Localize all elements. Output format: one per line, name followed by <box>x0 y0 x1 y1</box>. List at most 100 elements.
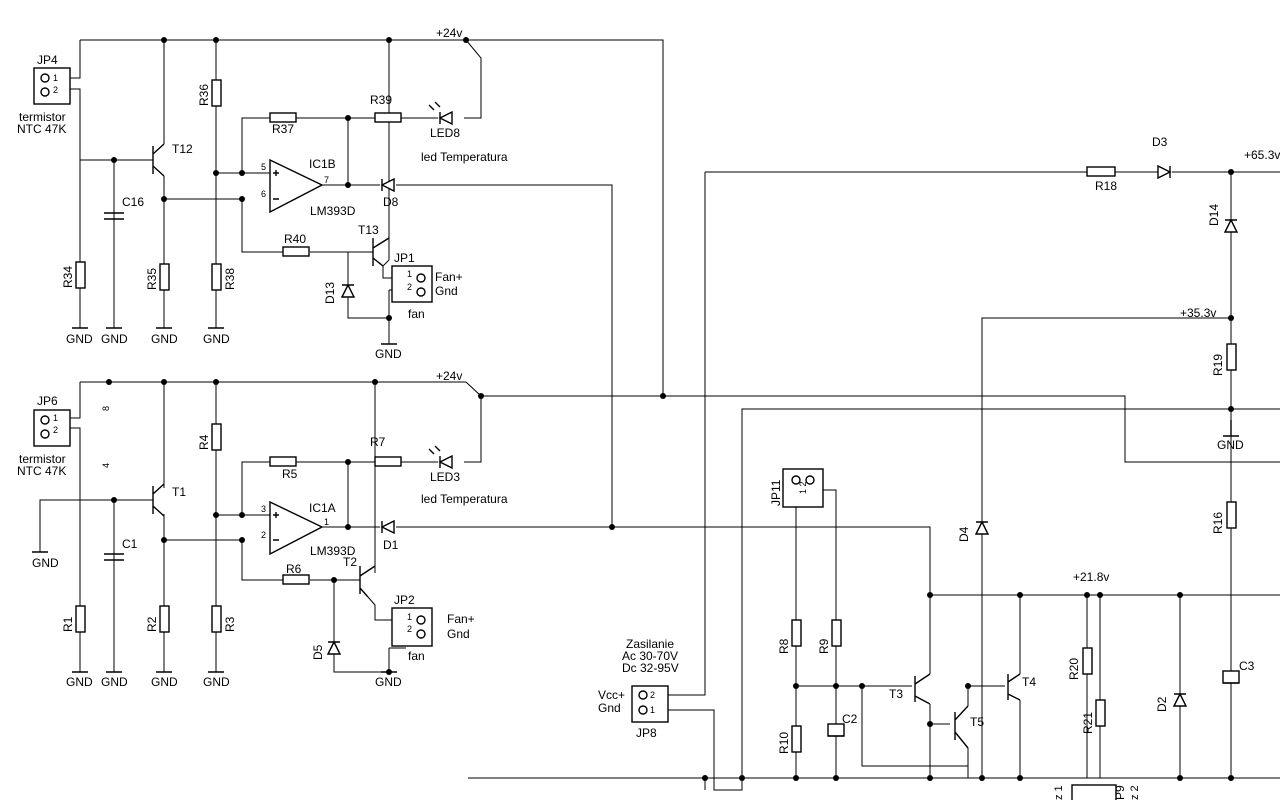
label-fanplus-2: Fan+ <box>447 612 475 626</box>
label-c2: C2 <box>842 712 858 726</box>
connector-jp2 <box>391 607 433 647</box>
label-pin7: 7 <box>324 175 329 185</box>
transistor-t12 <box>152 143 165 177</box>
label-ic1a: IC1A <box>309 501 336 515</box>
label-d2: D2 <box>1155 696 1169 712</box>
label-pin1-jp4: 1 <box>53 73 58 83</box>
diodes <box>326 101 1239 707</box>
connectors <box>33 67 1117 800</box>
opamp-ic1a <box>269 500 324 556</box>
label-jp2-pin2: 2 <box>407 624 412 634</box>
label-c16: C16 <box>122 195 144 209</box>
label-t4: T4 <box>1022 675 1036 689</box>
resistor-r10 <box>791 725 802 753</box>
label-led-temp-1: led Temperatura <box>421 150 508 164</box>
label-d3: D3 <box>1152 135 1168 149</box>
label-r8: R8 <box>777 638 791 654</box>
label-vcc: Vcc+ <box>598 688 625 702</box>
transistor-t5 <box>954 705 969 749</box>
label-d4: D4 <box>957 526 971 542</box>
label-r36: R36 <box>197 84 211 106</box>
label-led3: LED3 <box>430 470 460 484</box>
label-r18: R18 <box>1095 179 1117 193</box>
label-jp1: JP1 <box>394 251 415 265</box>
resistor-r5 <box>269 456 297 467</box>
label-jp4: JP4 <box>37 53 58 67</box>
opamp-ic1b <box>269 158 324 214</box>
label-d1: D1 <box>383 538 399 552</box>
label-t3: T3 <box>889 687 903 701</box>
resistor-r3 <box>211 605 222 633</box>
label-gnd-2: GND <box>101 332 128 346</box>
transistor-t13 <box>372 237 390 267</box>
label-z1: z 1 <box>1053 785 1065 800</box>
label-ic1b: IC1B <box>309 157 336 171</box>
label-d14: D14 <box>1207 204 1221 226</box>
label-pin2-jp6: 2 <box>53 425 58 435</box>
label-gnd-1: GND <box>66 332 93 346</box>
label-d5: D5 <box>311 644 325 660</box>
label-v24-2: +24v <box>436 369 462 383</box>
label-jp1-pin1: 1 <box>407 269 412 279</box>
connector-jp1 <box>391 265 433 303</box>
capacitor-c3 <box>1222 670 1240 684</box>
label-jp11: JP11 <box>769 479 783 506</box>
label-jp2-pin1: 1 <box>407 612 412 622</box>
resistor-r9 <box>831 619 842 647</box>
label-gnd-10: GND <box>375 675 402 689</box>
label-v21: +21.8v <box>1073 570 1109 584</box>
label-pin1-jp6: 1 <box>53 413 58 423</box>
label-pin2-ic1a: 2 <box>261 530 266 540</box>
label-fanplus-1: Fan+ <box>435 270 463 284</box>
resistor-r8 <box>791 619 802 647</box>
label-pin1-ic1a: 1 <box>324 517 329 527</box>
label-t1: T1 <box>172 485 186 499</box>
label-gnd-9: GND <box>203 675 230 689</box>
label-termistor-1: termistor <box>19 110 66 124</box>
diode-d13 <box>340 283 356 298</box>
resistor-r1 <box>75 605 86 633</box>
label-jp8: JP8 <box>636 726 657 740</box>
label-r38: R38 <box>223 268 237 290</box>
label-gnd-7: GND <box>101 675 128 689</box>
label-r34: R34 <box>61 266 75 288</box>
label-c3: C3 <box>1239 659 1255 673</box>
text-labels: JP4 1 2 termistor NTC 47K T12 C16 R36 R3… <box>17 26 1280 800</box>
label-r4: R4 <box>197 434 211 450</box>
label-jp8-pin2: 2 <box>650 690 655 700</box>
resistor-r35 <box>159 263 170 291</box>
resistor-r20 <box>1082 647 1093 675</box>
resistor-r6 <box>282 574 310 585</box>
label-zas2: Ac 30-70V <box>622 649 678 663</box>
transistor-t3 <box>914 673 931 705</box>
label-r39: R39 <box>370 93 392 107</box>
connector-jp6 <box>33 409 71 447</box>
label-led-temp-2: led Temperatura <box>421 492 508 506</box>
diode-d14 <box>1223 218 1239 233</box>
label-v65: +65.3v <box>1244 148 1280 162</box>
connector-jp4 <box>33 67 71 105</box>
label-fan-2: fan <box>408 649 425 663</box>
led3-icon <box>438 454 453 470</box>
label-termistor-2: termistor <box>19 452 66 466</box>
label-gnd-6: GND <box>66 675 93 689</box>
diode-d2 <box>1172 692 1188 707</box>
resistors <box>75 79 1237 753</box>
label-gnd-side: GND <box>32 556 59 570</box>
label-zas3: Dc 32-95V <box>622 661 679 675</box>
label-r10: R10 <box>777 732 791 754</box>
label-pin8: 8 <box>101 406 111 411</box>
label-t13: T13 <box>358 223 379 237</box>
resistor-r39 <box>374 112 402 123</box>
label-fan-1: fan <box>408 307 425 321</box>
connector-jp8 <box>631 685 669 723</box>
label-jp11-pins: 1 2 <box>798 481 808 494</box>
resistor-r2 <box>159 605 170 633</box>
resistor-r38 <box>211 263 222 291</box>
label-pin3: 3 <box>261 504 266 514</box>
ground-symbols <box>32 327 1239 673</box>
label-d8: D8 <box>383 195 399 209</box>
label-fgnd-2: Gnd <box>447 627 470 641</box>
label-gnd-3: GND <box>151 332 178 346</box>
